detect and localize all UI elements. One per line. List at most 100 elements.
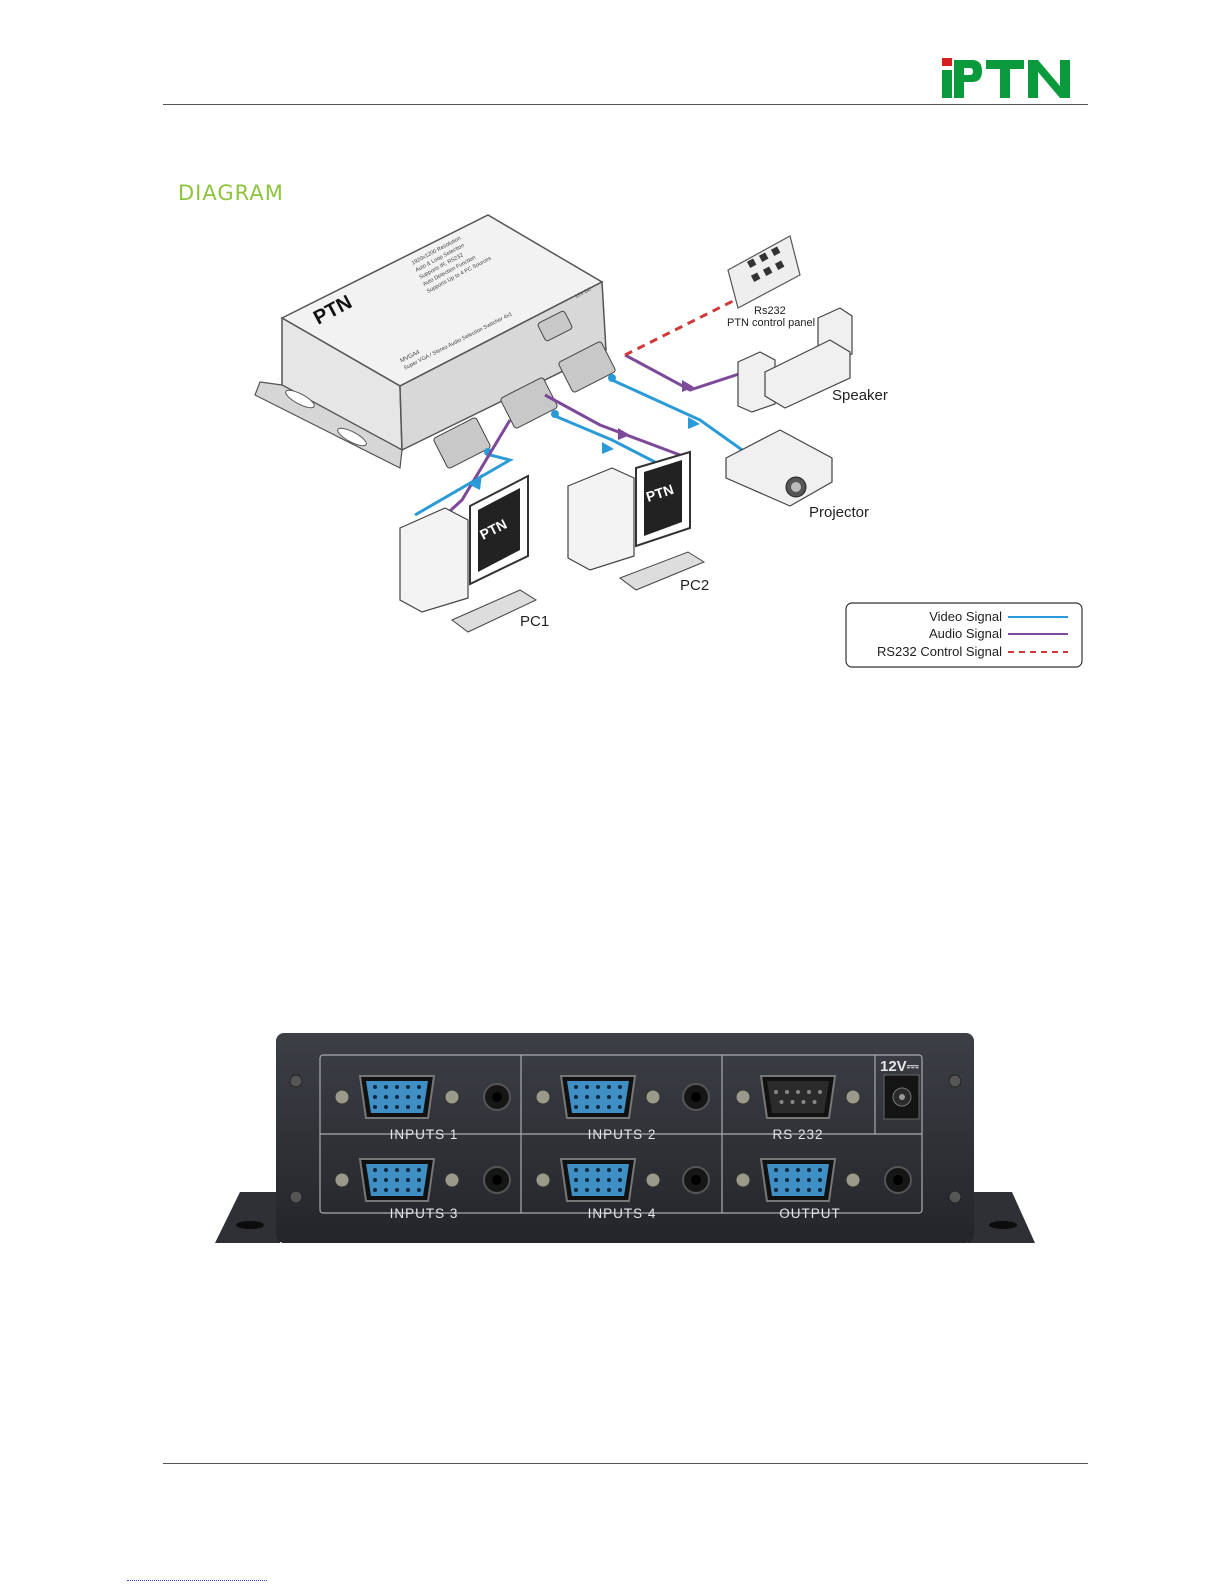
rs232-screw-left	[735, 1089, 751, 1105]
inputs-1-pin	[373, 1095, 377, 1099]
inputs-3-pin	[373, 1188, 377, 1192]
inputs-3-pin	[395, 1168, 399, 1172]
inputs-3-pin	[406, 1168, 410, 1172]
inputs-4-pin	[585, 1178, 589, 1182]
inputs-3-pin	[417, 1188, 421, 1192]
rs232-pin	[807, 1090, 811, 1094]
inputs-4-screw-left	[535, 1172, 551, 1188]
rs232-pin	[774, 1090, 778, 1094]
inputs-4-pin	[596, 1178, 600, 1182]
footer-link-underline	[127, 1579, 267, 1581]
inputs-1-pin	[384, 1095, 388, 1099]
output-pin	[807, 1168, 811, 1172]
control-panel: Rs232 PTN control panel	[727, 235, 815, 329]
pc2-workstation: PTN	[567, 450, 706, 591]
inputs-2-pin	[574, 1095, 578, 1099]
inputs-1-pin	[395, 1085, 399, 1089]
inputs-3-pin	[395, 1188, 399, 1192]
speaker-system	[737, 307, 853, 413]
rs232-pin	[779, 1100, 784, 1104]
inputs-4-pin	[607, 1178, 611, 1182]
inputs-1-pin	[373, 1085, 377, 1089]
output-pin	[785, 1168, 789, 1172]
inputs-2-pin	[574, 1105, 578, 1109]
rs232-pin	[818, 1090, 822, 1094]
inputs-2-pin	[607, 1085, 611, 1089]
power-label: 12V⎓	[880, 1058, 919, 1075]
rs232-pin	[801, 1100, 806, 1104]
output-pin	[796, 1188, 800, 1192]
inputs-4-pin	[574, 1178, 578, 1182]
pc2-label: PC2	[680, 577, 709, 594]
inputs-2-pin	[585, 1085, 589, 1089]
port-label-inputs-4: INPUTS 4	[588, 1206, 657, 1221]
inputs-4-pin	[585, 1188, 589, 1192]
inputs-1-audio-jack-hole	[492, 1092, 502, 1102]
inputs-4-pin	[574, 1168, 578, 1172]
inputs-3-pin	[384, 1168, 388, 1172]
inputs-3-pin	[406, 1188, 410, 1192]
inputs-4-audio-jack-hole	[691, 1175, 701, 1185]
output-pin	[796, 1178, 800, 1182]
inputs-1-pin	[373, 1105, 377, 1109]
output-pin	[774, 1188, 778, 1192]
inputs-2-pin	[596, 1105, 600, 1109]
output-pin	[785, 1178, 789, 1182]
inputs-1-pin	[417, 1085, 421, 1089]
output-pin	[774, 1168, 778, 1172]
projector-label: Projector	[809, 504, 869, 521]
inputs-1-pin	[406, 1095, 410, 1099]
inputs-1-pin	[384, 1085, 388, 1089]
signal-legend: Video Signal Audio Signal RS232 Control …	[845, 602, 1083, 668]
projector	[725, 429, 833, 507]
control-panel-label-1: Rs232	[754, 305, 786, 317]
inputs-4-pin	[607, 1188, 611, 1192]
inputs-4-pin	[585, 1168, 589, 1172]
inputs-1-pin	[406, 1085, 410, 1089]
inputs-3-pin	[373, 1168, 377, 1172]
ptn-logo	[942, 58, 1070, 98]
inputs-3-audio-jack-hole	[492, 1175, 502, 1185]
inputs-3-pin	[384, 1178, 388, 1182]
output-pin	[818, 1178, 822, 1182]
inputs-2-pin	[618, 1085, 622, 1089]
inputs-4-screw-right	[645, 1172, 661, 1188]
inputs-2-pin	[607, 1095, 611, 1099]
inputs-2-pin	[618, 1095, 622, 1099]
inputs-1-pin	[417, 1105, 421, 1109]
port-label-inputs-2: INPUTS 2	[588, 1127, 657, 1142]
rs232-pin	[790, 1100, 795, 1104]
inputs-2-pin	[596, 1085, 600, 1089]
inputs-3-pin	[395, 1178, 399, 1182]
speaker-label: Speaker	[832, 387, 888, 404]
output-screw-left	[735, 1172, 751, 1188]
output-pin	[774, 1178, 778, 1182]
pc1-workstation: PTN	[399, 474, 538, 633]
inputs-3-pin	[417, 1168, 421, 1172]
section-heading: DIAGRAM	[178, 181, 284, 205]
output-pin	[796, 1168, 800, 1172]
inputs-3-pin	[406, 1178, 410, 1182]
connection-diagram: PTN 1920x1200 Resolution Auto & Loop Sel…	[254, 214, 1083, 668]
inputs-1-pin	[395, 1095, 399, 1099]
inputs-3-screw-left	[334, 1172, 350, 1188]
output-pin	[785, 1188, 789, 1192]
inputs-2-pin	[585, 1105, 589, 1109]
port-label-inputs-3: INPUTS 3	[390, 1206, 459, 1221]
inputs-4-pin	[596, 1188, 600, 1192]
legend-video-label: Video Signal	[929, 609, 1002, 624]
power-jack	[883, 1074, 920, 1120]
inputs-3-pin	[373, 1178, 377, 1182]
inputs-2-pin	[596, 1095, 600, 1099]
inputs-4-pin	[618, 1178, 622, 1182]
port-label-output: OUTPUT	[779, 1206, 841, 1221]
port-label-inputs-1: INPUTS 1	[390, 1127, 459, 1142]
inputs-4-pin	[607, 1168, 611, 1172]
footer-rule	[163, 1463, 1088, 1464]
inputs-4-pin	[574, 1188, 578, 1192]
inputs-1-pin	[395, 1105, 399, 1109]
rs232-pin	[796, 1090, 800, 1094]
rs232-connector-face	[767, 1081, 829, 1113]
inputs-3-pin	[384, 1188, 388, 1192]
inputs-4-pin	[596, 1168, 600, 1172]
